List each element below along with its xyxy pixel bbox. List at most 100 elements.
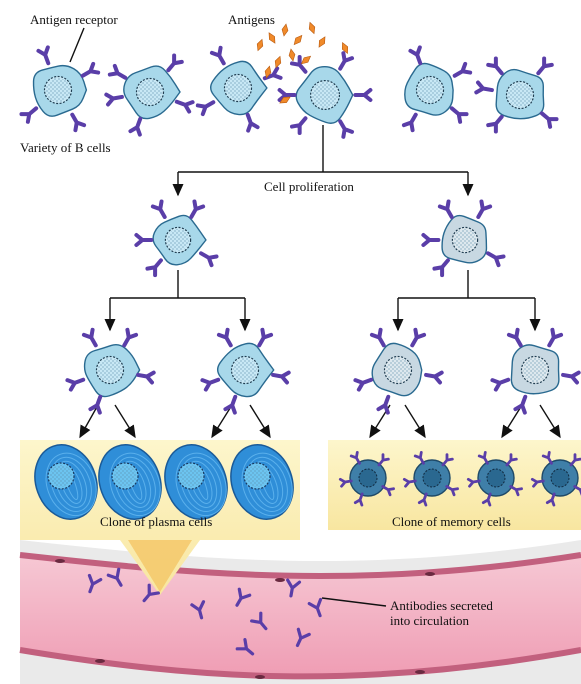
b-cell-variety-5 <box>401 45 473 133</box>
receptor-icon <box>122 327 139 348</box>
memory-cell <box>466 451 523 507</box>
receptor-icon <box>437 199 454 219</box>
receptor-icon <box>432 258 450 278</box>
antigen-icon <box>274 55 282 69</box>
antibody-icon <box>307 597 323 618</box>
receptor-icon <box>573 485 581 497</box>
receptor-icon <box>134 233 154 247</box>
antigen-icon <box>318 36 326 48</box>
receptor-icon <box>486 251 506 268</box>
receptor-icon <box>401 112 418 133</box>
receptor-icon <box>441 453 454 467</box>
antigen-icon <box>279 96 291 104</box>
receptor-icon <box>65 377 86 392</box>
receptor-icon <box>408 45 423 66</box>
receptor-icon <box>486 114 504 134</box>
antibody-icon <box>250 611 268 631</box>
b-cell-clone-left-1 <box>65 327 156 415</box>
blood-vessel <box>19 540 581 684</box>
receptor-icon <box>136 370 156 385</box>
label-antigens: Antigens <box>228 12 275 27</box>
plasma-cell <box>98 444 162 520</box>
memory-cell <box>338 451 395 507</box>
b-cell-memory-precursor <box>421 199 506 278</box>
receptor-icon <box>449 106 469 124</box>
antigen-icon <box>264 65 272 79</box>
receptor-icon <box>569 453 581 467</box>
receptor-icon <box>349 451 361 465</box>
plasma-cell <box>230 444 294 520</box>
receptor-icon <box>189 199 206 219</box>
label-clone-memory: Clone of memory cells <box>392 514 511 529</box>
plasma-cell <box>34 444 98 520</box>
receptor-icon <box>541 451 553 465</box>
receptor-icon <box>410 327 427 348</box>
antigen-icon <box>256 38 264 52</box>
antibody-icon <box>87 573 103 594</box>
b-cell-variety-1 <box>19 45 101 133</box>
receptor-icon <box>481 492 492 507</box>
antibody-icon <box>295 627 311 648</box>
receptor-icon <box>506 327 523 348</box>
receptor-icon <box>257 327 274 348</box>
b-cell-selected <box>277 51 373 139</box>
receptor-icon <box>70 112 87 133</box>
antigen-icon <box>308 21 316 35</box>
receptor-icon <box>353 377 374 392</box>
receptor-icon <box>424 370 444 385</box>
receptor-icon <box>452 61 473 78</box>
receptor-icon <box>505 453 518 467</box>
b-cell-variety-6 <box>474 56 559 134</box>
antibody-icon <box>142 583 160 603</box>
receptor-icon <box>271 370 291 385</box>
antigen-icon <box>268 32 276 44</box>
receptor-icon <box>545 492 556 507</box>
receptor-icon <box>81 327 98 348</box>
receptor-icon <box>277 88 297 102</box>
receptor-icon <box>338 51 355 71</box>
receptor-icon <box>36 45 51 66</box>
receptor-icon <box>245 112 260 133</box>
receptor-icon <box>536 56 554 76</box>
label-antibodies-line2: into circulation <box>390 613 470 628</box>
antibody-icon <box>235 638 255 656</box>
receptor-icon <box>199 251 219 268</box>
receptor-icon <box>486 56 504 76</box>
antigen-icon <box>300 55 312 65</box>
receptor-icon <box>474 80 494 95</box>
receptor-icon <box>476 199 493 219</box>
receptor-icon <box>402 477 417 488</box>
receptor-icon <box>509 485 523 497</box>
receptor-icon <box>381 485 395 497</box>
receptor-icon <box>289 55 308 74</box>
receptor-icon <box>338 119 355 139</box>
receptor-icon <box>107 63 128 80</box>
antibody-icon <box>190 600 206 620</box>
plasma-cell <box>164 444 228 520</box>
receptor-icon <box>421 233 441 247</box>
antigen-icon <box>281 23 289 37</box>
receptor-icon <box>19 106 39 124</box>
memory-cell <box>402 451 459 507</box>
receptor-icon <box>561 370 581 385</box>
receptor-icon <box>513 394 528 415</box>
receptor-icon <box>377 453 390 467</box>
receptor-icon <box>490 377 511 392</box>
receptor-icon <box>369 327 386 348</box>
receptor-icon <box>413 451 425 465</box>
receptor-icon <box>417 492 428 507</box>
receptor-icon <box>145 258 163 278</box>
antigen-icon <box>288 48 296 62</box>
b-cell-variety-2 <box>104 53 195 137</box>
secretion-arrow <box>128 540 192 592</box>
antigen-icon <box>293 34 303 46</box>
b-cell-variety-3 <box>195 45 283 133</box>
label-variety-b-cells: Variety of B cells <box>20 140 111 155</box>
b-cell-clone-right-1 <box>353 327 444 415</box>
receptor-icon <box>128 116 143 137</box>
receptor-icon <box>547 327 564 348</box>
receptor-icon <box>150 199 167 219</box>
receptor-icon <box>376 394 391 415</box>
antigen-icon <box>341 41 349 55</box>
